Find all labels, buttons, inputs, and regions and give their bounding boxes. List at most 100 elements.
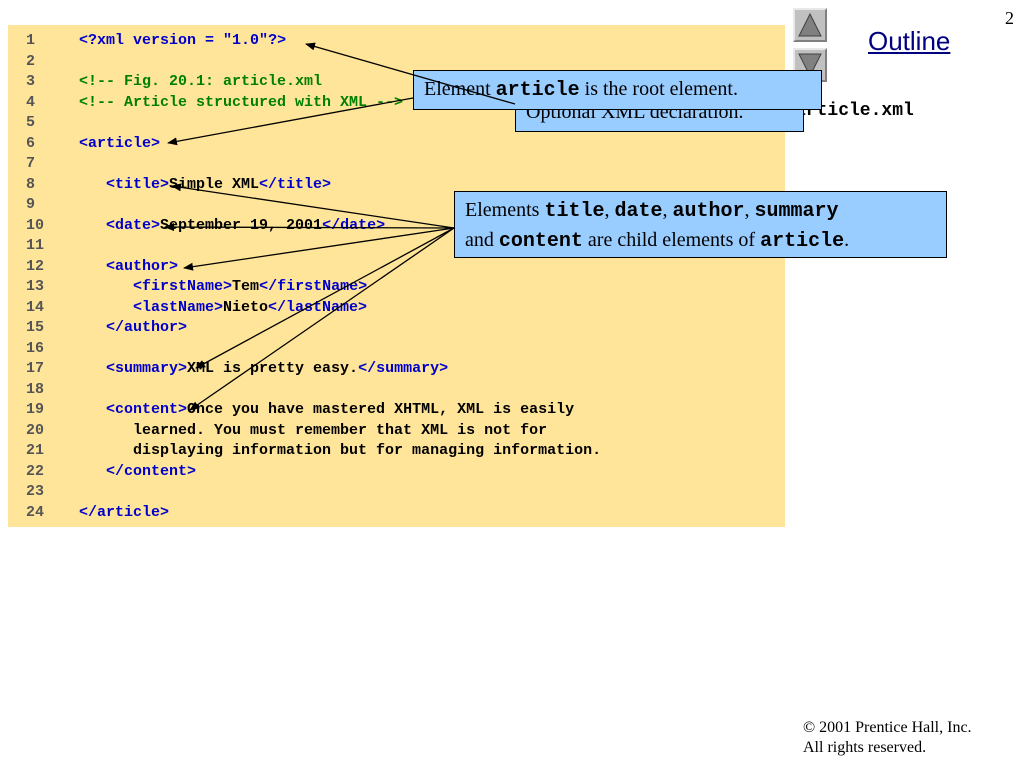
triangle-down-icon bbox=[798, 53, 822, 78]
callout-root-element: Element article is the root element. bbox=[413, 70, 822, 110]
filename-label: article.xml bbox=[795, 101, 914, 121]
code-line: 6 <article> bbox=[26, 134, 160, 155]
code-text: <firstName>Tem</firstName> bbox=[79, 277, 367, 298]
callout-child-sep1: , bbox=[604, 199, 615, 221]
callout-child-author: author bbox=[672, 200, 745, 223]
line-number: 6 bbox=[26, 134, 36, 152]
code-line: 8 <title>Simple XML</title> bbox=[26, 175, 331, 196]
line-number: 14 bbox=[26, 298, 45, 316]
code-token-tag: ?> bbox=[268, 32, 287, 49]
code-text: <author> bbox=[79, 257, 178, 278]
code-line: 17 <summary>XML is pretty easy.</summary… bbox=[26, 359, 448, 380]
line-number: 11 bbox=[26, 237, 45, 254]
callout-child-line1-pre: Elements bbox=[465, 199, 545, 221]
code-token-text: Tem bbox=[232, 278, 260, 295]
line-number: 21 bbox=[26, 442, 45, 459]
code-text: <title>Simple XML</title> bbox=[79, 175, 331, 196]
code-text: <date>September 19, 2001</date> bbox=[79, 216, 385, 237]
code-token-tag: <author> bbox=[106, 257, 179, 275]
code-line: 13 <firstName>Tem</firstName> bbox=[26, 277, 367, 298]
code-token-tag: <summary> bbox=[106, 360, 188, 377]
line-number: 8 bbox=[26, 175, 36, 193]
code-line: 4 <!-- Article structured with XML --> bbox=[26, 93, 403, 114]
code-line: 19 <content>Once you have mastered XHTML… bbox=[26, 400, 574, 421]
code-token-comment: <!-- Article structured with XML --> bbox=[79, 93, 404, 111]
code-text: <summary>XML is pretty easy.</summary> bbox=[79, 359, 448, 380]
code-line: 20 learned. You must remember that XML i… bbox=[26, 421, 547, 442]
code-token-tag: <content> bbox=[106, 401, 188, 418]
callout-child-elements: Elements title, date, author, summary an… bbox=[454, 191, 947, 258]
outline-link[interactable]: Outline bbox=[868, 26, 951, 56]
code-token-tag: <date> bbox=[106, 216, 161, 234]
code-token-tag: <article> bbox=[79, 134, 161, 152]
code-line: 21 displaying information but for managi… bbox=[26, 441, 601, 462]
callout-child-mid: are child elements of bbox=[582, 229, 761, 251]
code-token-comment: <!-- Fig. 20.1: article.xml bbox=[79, 73, 323, 90]
code-line: 14 <lastName>Nieto</lastName> bbox=[26, 298, 367, 319]
line-number: 9 bbox=[26, 196, 36, 213]
callout-child-date: date bbox=[614, 200, 663, 223]
code-token-text: Once you have mastered XHTML, XML is eas… bbox=[187, 401, 575, 418]
code-line: 1 <?xml version = "1.0"?> bbox=[26, 31, 286, 52]
line-number: 4 bbox=[26, 93, 36, 111]
line-number: 10 bbox=[26, 216, 45, 234]
code-token-text: displaying information but for managing … bbox=[133, 442, 602, 459]
code-text: learned. You must remember that XML is n… bbox=[79, 421, 547, 442]
code-line: 11 bbox=[26, 236, 60, 257]
callout-child-summary: summary bbox=[754, 200, 839, 223]
line-number: 13 bbox=[26, 278, 45, 295]
code-line: 7 bbox=[26, 154, 60, 175]
code-line: 22 </content> bbox=[26, 462, 196, 483]
code-token-tag: <?xml bbox=[79, 32, 134, 49]
code-text: displaying information but for managing … bbox=[79, 441, 601, 462]
code-token-str: "1.0" bbox=[223, 32, 269, 49]
code-token-tag: = bbox=[196, 32, 224, 49]
line-number: 7 bbox=[26, 155, 36, 172]
code-line: 2 bbox=[26, 52, 60, 73]
line-number: 1 bbox=[26, 32, 36, 49]
previous-slide-button[interactable] bbox=[793, 8, 827, 42]
callout-root-post: is the root element. bbox=[579, 78, 738, 100]
code-token-text: Nieto bbox=[223, 298, 269, 316]
code-text: <!-- Article structured with XML --> bbox=[79, 93, 403, 114]
line-number: 2 bbox=[26, 52, 36, 70]
code-token-tag: </date> bbox=[322, 216, 386, 234]
callout-root-code: article bbox=[495, 79, 580, 102]
code-token-tag: </summary> bbox=[358, 360, 449, 377]
code-text: </author> bbox=[79, 318, 187, 339]
code-token-tag: </title> bbox=[259, 175, 332, 193]
code-token-tag: </author> bbox=[106, 319, 188, 336]
line-number: 20 bbox=[26, 421, 45, 439]
code-token-tag: version bbox=[133, 32, 197, 49]
code-token-tag: <lastName> bbox=[133, 298, 224, 316]
code-line: 16 bbox=[26, 339, 60, 360]
code-line: 24</article> bbox=[26, 503, 169, 524]
code-token-tag: </firstName> bbox=[259, 278, 368, 295]
code-text: </article> bbox=[79, 503, 169, 524]
code-token-text: September 19, 2001 bbox=[160, 216, 323, 234]
code-token-tag: </content> bbox=[106, 462, 197, 480]
code-line: 10 <date>September 19, 2001</date> bbox=[26, 216, 385, 237]
line-number: 23 bbox=[26, 483, 45, 500]
line-number: 3 bbox=[26, 73, 36, 90]
code-token-text: Simple XML bbox=[169, 175, 260, 193]
copyright-line2: All rights reserved. bbox=[803, 739, 927, 756]
line-number: 5 bbox=[26, 114, 36, 131]
line-number: 12 bbox=[26, 257, 45, 275]
line-number: 15 bbox=[26, 319, 45, 336]
code-token-tag: </article> bbox=[79, 503, 170, 521]
callout-child-content: content bbox=[498, 230, 583, 253]
code-token-tag: <firstName> bbox=[133, 278, 233, 295]
code-line: 9 bbox=[26, 195, 60, 216]
line-number: 16 bbox=[26, 339, 45, 357]
callout-child-sep3: , bbox=[744, 199, 755, 221]
code-text: <?xml version = "1.0"?> bbox=[79, 31, 286, 52]
copyright-line1: 2001 Prentice Hall, Inc. bbox=[815, 719, 972, 736]
code-text: <content>Once you have mastered XHTML, X… bbox=[79, 400, 574, 421]
code-line: 15 </author> bbox=[26, 318, 187, 339]
code-line: 23 bbox=[26, 482, 60, 503]
line-number: 17 bbox=[26, 360, 45, 377]
line-number: 18 bbox=[26, 380, 45, 398]
callout-child-sep2: , bbox=[662, 199, 673, 221]
